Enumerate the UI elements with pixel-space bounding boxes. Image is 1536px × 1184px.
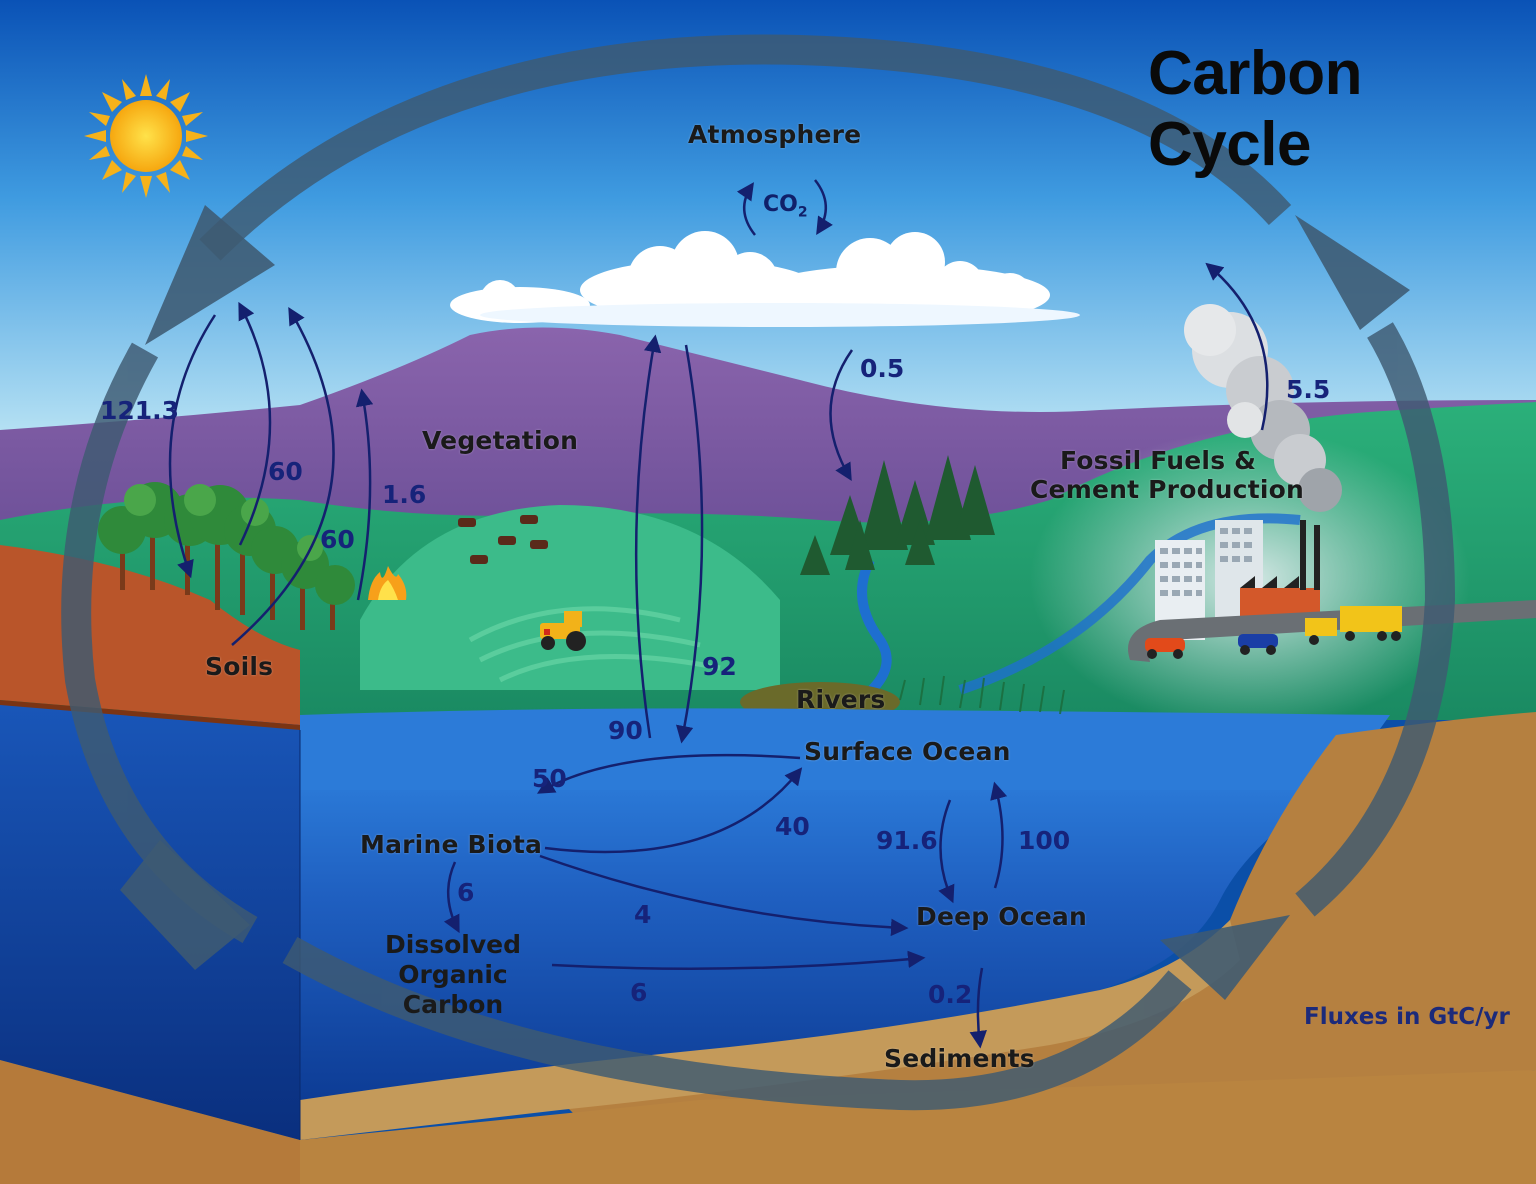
fire-icon <box>368 566 407 600</box>
sun-icon <box>84 74 208 198</box>
surface-ocean <box>300 708 1390 790</box>
flux-arrow-fire <box>355 388 374 601</box>
hill <box>360 505 780 690</box>
flux-arrow-atm-veg <box>238 301 272 546</box>
flux-arrows <box>168 262 1269 1049</box>
label-sediments: Sediments <box>884 1044 1035 1073</box>
label-marine-biota: Marine Biota <box>360 830 543 859</box>
flux-surface-to-biota: 50 <box>532 764 567 793</box>
flux-biota-to-surface: 40 <box>775 812 810 841</box>
label-soils: Soils <box>205 652 274 681</box>
flux-arrow-deep-surface <box>990 781 1008 889</box>
flux-fossil: 5.5 <box>1286 375 1331 404</box>
flux-arrow-doc-deep <box>551 950 926 970</box>
flux-atm-to-ocean: 92 <box>702 652 737 681</box>
label-deep-ocean: Deep Ocean <box>916 902 1087 931</box>
co2-cycle-arrows <box>736 179 833 236</box>
bottom-floor <box>300 1070 1536 1184</box>
co2-label: CO2 <box>763 192 808 221</box>
cycle-arrowheads <box>120 205 1410 1000</box>
flux-arrow-atm-ocean <box>676 344 704 744</box>
flux-arrow-biota-surface <box>544 767 803 854</box>
ocean-body <box>300 790 1336 1100</box>
units-label: Fluxes in GtC/yr <box>1304 1004 1510 1030</box>
flux-atm-to-forest: 0.5 <box>860 354 905 383</box>
flux-arrow-veg-atm <box>168 314 217 579</box>
flux-arrow-ocean-atm <box>634 334 662 739</box>
label-surface-ocean: Surface Ocean <box>804 737 1011 766</box>
flux-arrow-atm-forest <box>829 349 854 482</box>
cloud <box>450 231 1080 327</box>
label-vegetation: Vegetation <box>422 426 579 455</box>
flux-soil-to-atm: 60 <box>320 525 355 554</box>
tractor-icon <box>540 611 586 651</box>
sediment-ground <box>560 712 1536 1140</box>
flux-deep-to-sediments: 0.2 <box>928 980 973 1009</box>
flux-surface-to-deep: 100 <box>1018 826 1071 855</box>
flux-ocean-to-atm: 90 <box>608 716 643 745</box>
ocean-front <box>0 705 300 1140</box>
smoke <box>1184 304 1342 512</box>
vehicles <box>1145 606 1402 659</box>
flux-atm-to-veg: 60 <box>268 457 303 486</box>
cattle <box>458 515 548 564</box>
flux-arrow-fossil <box>1205 262 1269 431</box>
flux-arrow-biota-deep <box>539 854 909 937</box>
label-dissolved-organic-carbon: Dissolved Organic Carbon <box>340 930 566 1020</box>
marsh <box>899 675 1065 715</box>
front-floor <box>0 1060 300 1184</box>
label-doc-line1: Dissolved Organic <box>385 930 521 989</box>
flux-biota-to-doc: 6 <box>457 878 475 907</box>
flux-arrow-surface-deep <box>938 799 955 904</box>
label-doc-line2: Carbon <box>402 990 504 1019</box>
label-fossil-line2: Cement Production <box>1030 475 1304 504</box>
flux-arrow-surface-biota <box>536 753 801 794</box>
sea-floor <box>300 920 1240 1140</box>
flux-doc-to-deep: 6 <box>630 978 648 1007</box>
flux-arrow-deep-sediments <box>969 967 987 1049</box>
flux-biota-to-deep: 4 <box>634 900 652 929</box>
flux-veg-to-atm: 121.3 <box>100 396 180 425</box>
river <box>856 557 892 704</box>
flux-arrow-biota-doc <box>443 861 460 934</box>
flux-fire: 1.6 <box>382 480 427 509</box>
label-atmosphere: Atmosphere <box>688 120 862 149</box>
diagram-title: Carbon Cycle <box>1148 39 1363 179</box>
label-fossil-line1: Fossil Fuels & <box>1060 446 1257 475</box>
flux-arrow-soil-atm <box>231 306 335 646</box>
forest-conifer <box>800 455 995 575</box>
label-rivers: Rivers <box>796 685 886 714</box>
flux-deep-to-surface: 91.6 <box>876 826 938 855</box>
